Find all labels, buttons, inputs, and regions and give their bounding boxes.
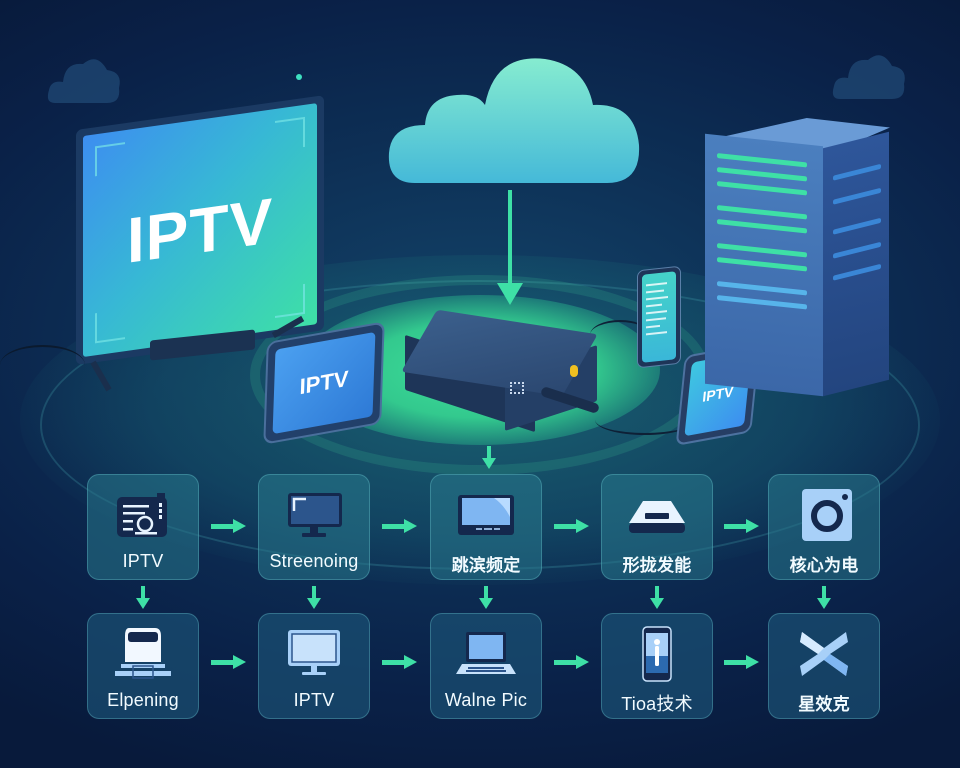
flow-node-label: 形拢发能 xyxy=(622,556,692,575)
monitor-icon xyxy=(288,493,342,537)
cross-logo-icon xyxy=(800,632,848,676)
flow-node-walne-pic[interactable]: Walne Pic xyxy=(430,613,542,719)
smartphone-icon xyxy=(642,626,672,682)
set-top-box-icon xyxy=(629,501,685,533)
background-cloud-left-icon xyxy=(47,59,120,103)
cloud-icon xyxy=(388,58,640,183)
radio-device-icon xyxy=(117,493,167,537)
cloud-downlink-line xyxy=(508,190,512,290)
flow-node-iptv[interactable]: IPTV xyxy=(87,474,199,580)
tv-iptv-label: IPTV xyxy=(126,183,274,277)
flow-node-label: IPTV xyxy=(122,551,164,571)
flow-node-label: 星效克 xyxy=(798,695,850,714)
flow-down-arrow-icon xyxy=(136,586,150,610)
flow-node-label: Walne Pic xyxy=(444,690,528,710)
monitor-icon xyxy=(288,630,340,675)
flow-node-7[interactable]: 星效克 xyxy=(768,613,880,719)
flow-node-label: 核心为电 xyxy=(789,556,859,575)
sparkle-dot xyxy=(296,74,302,80)
set-top-box-cable xyxy=(595,405,695,435)
set-top-box-led xyxy=(570,365,578,377)
flow-down-arrow-icon xyxy=(817,586,831,610)
phone-cable xyxy=(590,320,650,350)
flow-node-label: IPTV xyxy=(293,690,335,710)
tv-corner-frame xyxy=(95,142,125,177)
flow-node-label: Elpening xyxy=(107,690,179,710)
flow-node-tioa[interactable]: Tioa技术 xyxy=(601,613,713,719)
set-top-box-port xyxy=(510,382,524,394)
tv-corner-frame xyxy=(275,283,305,319)
tv-corner-frame xyxy=(95,309,125,344)
flow-right-arrow-icon xyxy=(724,519,760,533)
flow-node-label: 跳滨频定 xyxy=(451,556,521,575)
flow-down-arrow-icon xyxy=(479,586,493,610)
laptop-icon xyxy=(456,632,516,674)
flow-node-iptv-2[interactable]: IPTV xyxy=(258,613,370,719)
flow-right-arrow-icon xyxy=(554,655,590,669)
flow-node-streenoing[interactable]: Streenoing xyxy=(258,474,370,580)
smartphone-device xyxy=(637,265,681,369)
flow-right-arrow-icon xyxy=(382,655,418,669)
tv-screen-icon xyxy=(458,495,514,535)
cloud-downlink-arrow-icon xyxy=(497,283,523,305)
tv-cable xyxy=(0,345,85,385)
flow-right-arrow-icon xyxy=(724,655,760,669)
flow-node-3[interactable]: 跳滨频定 xyxy=(430,474,542,580)
server-tower xyxy=(705,133,823,397)
flow-node-elpening[interactable]: Elpening xyxy=(87,613,199,719)
flow-right-arrow-icon xyxy=(211,519,247,533)
flow-right-arrow-icon xyxy=(554,519,590,533)
background-cloud-right-icon xyxy=(832,55,905,99)
flow-right-arrow-icon xyxy=(211,655,247,669)
server-side xyxy=(823,131,889,397)
stb-down-arrow-icon xyxy=(482,446,496,470)
smartphone-screen xyxy=(642,271,676,363)
flow-node-label: Streenoing xyxy=(269,551,359,571)
tablet-iptv-label: IPTV xyxy=(299,365,349,400)
flow-right-arrow-icon xyxy=(382,519,418,533)
flow-down-arrow-icon xyxy=(650,586,664,610)
flow-node-label: Tioa技术 xyxy=(621,694,693,714)
tablet-device: IPTV xyxy=(263,321,385,445)
tv-corner-frame xyxy=(275,116,305,152)
flow-down-arrow-icon xyxy=(307,586,321,610)
laptop-icon xyxy=(115,628,171,679)
flow-node-5[interactable]: 核心为电 xyxy=(768,474,880,580)
flow-node-4[interactable]: 形拢发能 xyxy=(601,474,713,580)
camera-icon xyxy=(802,489,852,541)
